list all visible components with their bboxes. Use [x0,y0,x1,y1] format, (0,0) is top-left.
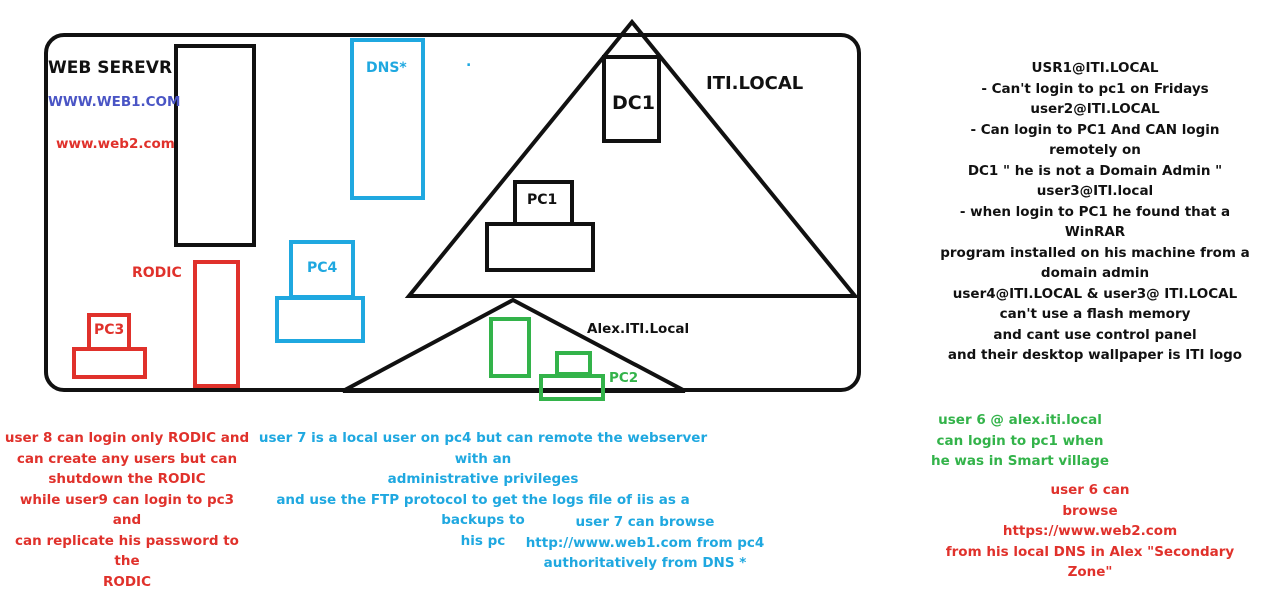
web-server-label: WEB SEREVR [48,58,173,78]
pc1-base [485,222,595,272]
user7-remote-note: user 7 is a local user on pc4 but can re… [258,430,708,549]
pc4-label: PC4 [307,260,338,276]
user8-user9-note: user 8 can login only RODIC and can crea… [4,430,250,590]
pc1-label: PC1 [527,192,558,208]
alex-domain-triangle [342,297,686,393]
pc3-label: PC3 [94,322,125,338]
web1-label: WWW.WEB1.COM [48,94,181,110]
rodic-box [193,260,240,388]
alex-server-box [489,317,531,378]
user6-browse-note: user 6 can browse https://www.web2.com f… [945,482,1235,580]
pc2-label: PC2 [609,370,639,386]
dc1-label: DC1 [612,92,655,114]
pc2-monitor [555,351,592,376]
web2-label: www.web2.com [56,136,175,152]
pc2-base [539,374,605,401]
dns-server-box [350,38,425,200]
user7-browse-note: user 7 can browse http://www.web1.com fr… [525,514,765,571]
pc4-base [275,296,365,343]
pc3-base [72,347,147,379]
web-server-box [174,44,256,247]
iti-local-label: ITI.LOCAL [706,73,804,94]
rodic-label: RODIC [132,265,182,281]
alex-domain-label: Alex.ITI.Local [587,321,690,337]
dc1-box [602,55,661,143]
user6-login-note: user 6 @ alex.iti.local can login to pc1… [930,412,1110,469]
stray-dot: . [466,54,472,70]
dns-label: DNS* [366,60,407,76]
user-policies-note: USR1@ITI.LOCAL - Can't login to pc1 on F… [940,60,1250,363]
iti-local-domain-triangle [404,18,860,298]
